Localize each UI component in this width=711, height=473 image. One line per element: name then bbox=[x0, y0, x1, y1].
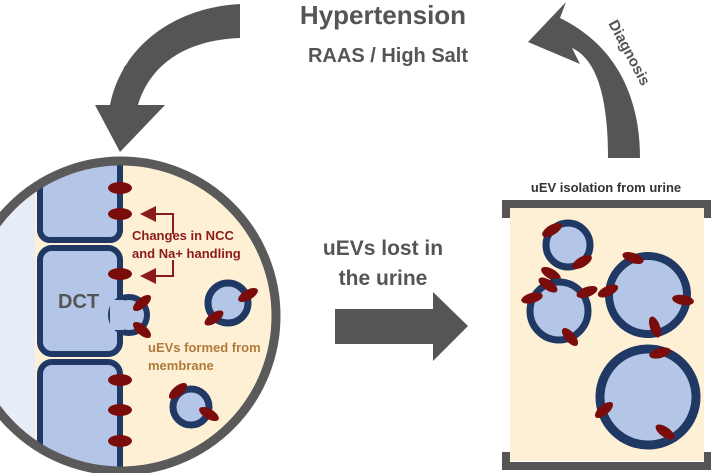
diagnosis-arrow bbox=[528, 2, 640, 158]
uev-isolation-tube bbox=[502, 200, 711, 470]
right-panel-title: uEV isolation from urine bbox=[531, 180, 681, 195]
uev-note-line2: membrane bbox=[148, 358, 214, 373]
middle-label-line1: uEVs lost in bbox=[323, 237, 443, 260]
transfer-arrow bbox=[335, 292, 468, 361]
dct-label: DCT bbox=[58, 291, 99, 313]
uev-note-line1: uEVs formed from bbox=[148, 340, 261, 355]
diagram-title: Hypertension bbox=[300, 0, 466, 30]
cause-arrow bbox=[95, 4, 240, 152]
ncc-note-line2: and Na+ handling bbox=[132, 246, 241, 261]
diagram-subtitle: RAAS / High Salt bbox=[308, 45, 468, 67]
dct-magnified-panel bbox=[0, 156, 281, 473]
ncc-note-line1: Changes in NCC bbox=[132, 228, 234, 243]
ncc-bracket-arrows bbox=[140, 206, 174, 284]
middle-label-line2: the urine bbox=[339, 267, 428, 290]
